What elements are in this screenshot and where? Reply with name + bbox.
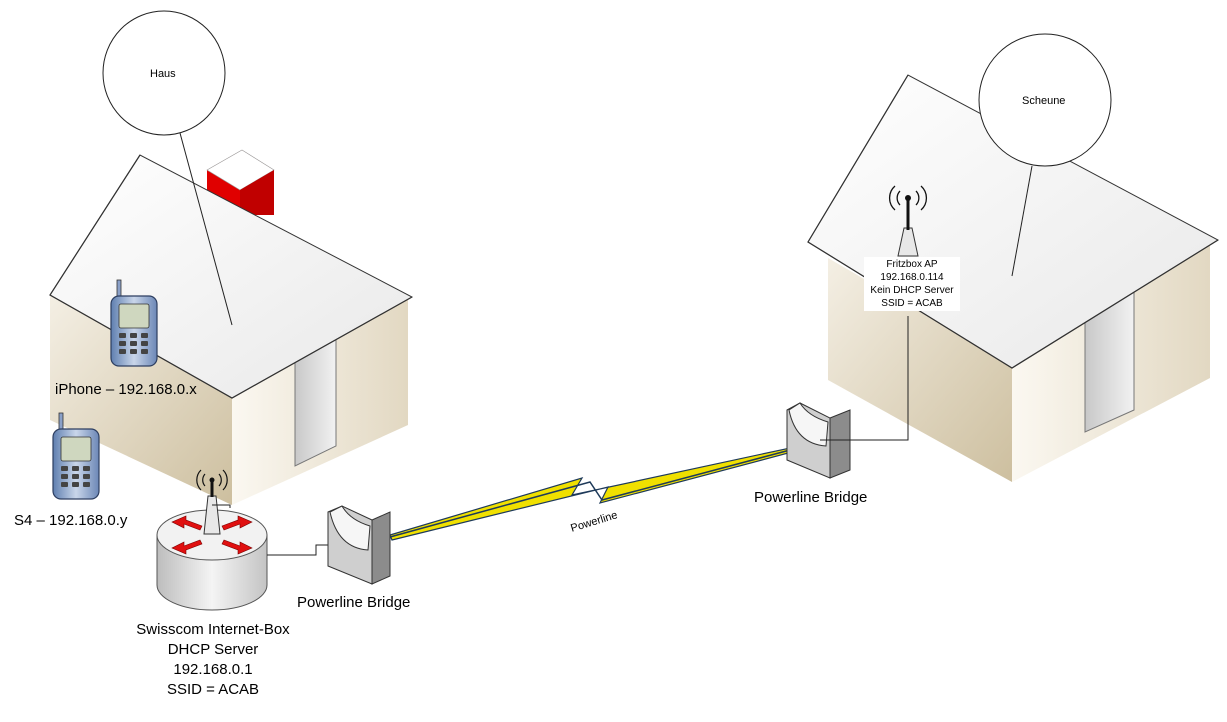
router-label-line: Swisscom Internet-Box xyxy=(136,621,290,638)
ap-label: Fritzbox AP 192.168.0.114 Kein DHCP Serv… xyxy=(864,257,960,311)
bridge-icon xyxy=(786,402,851,479)
ap-label-line: Fritzbox AP xyxy=(886,259,938,270)
router-label: Swisscom Internet-Box DHCP Server 192.16… xyxy=(118,620,308,700)
phone-icon xyxy=(52,412,100,500)
ap-label-line: Kein DHCP Server xyxy=(870,285,954,296)
device-label-s4: S4 – 192.168.0.y xyxy=(14,512,128,529)
callout-label-scheune: Scheune xyxy=(1022,95,1066,107)
router-label-line: DHCP Server xyxy=(167,641,259,658)
lightning-icon xyxy=(389,449,791,538)
router-icon xyxy=(156,469,268,611)
bridge-label-right: Powerline Bridge xyxy=(754,489,868,506)
bridge-icon xyxy=(327,505,391,585)
bridge-label-left: Powerline Bridge xyxy=(297,594,411,611)
phone-icon xyxy=(110,279,158,367)
callout-scheune xyxy=(978,33,1112,277)
antenna-icon xyxy=(889,185,927,257)
callout-haus xyxy=(102,10,233,326)
router-label-line: SSID = ACAB xyxy=(166,681,260,698)
ap-label-line: SSID = ACAB xyxy=(881,298,943,309)
house-icon xyxy=(49,149,414,505)
router-label-line: 192.168.0.1 xyxy=(173,661,253,678)
ap-label-line: 192.168.0.114 xyxy=(880,272,944,283)
device-label-iphone: iPhone – 192.168.0.x xyxy=(55,381,197,398)
callout-label-haus: Haus xyxy=(150,68,176,80)
